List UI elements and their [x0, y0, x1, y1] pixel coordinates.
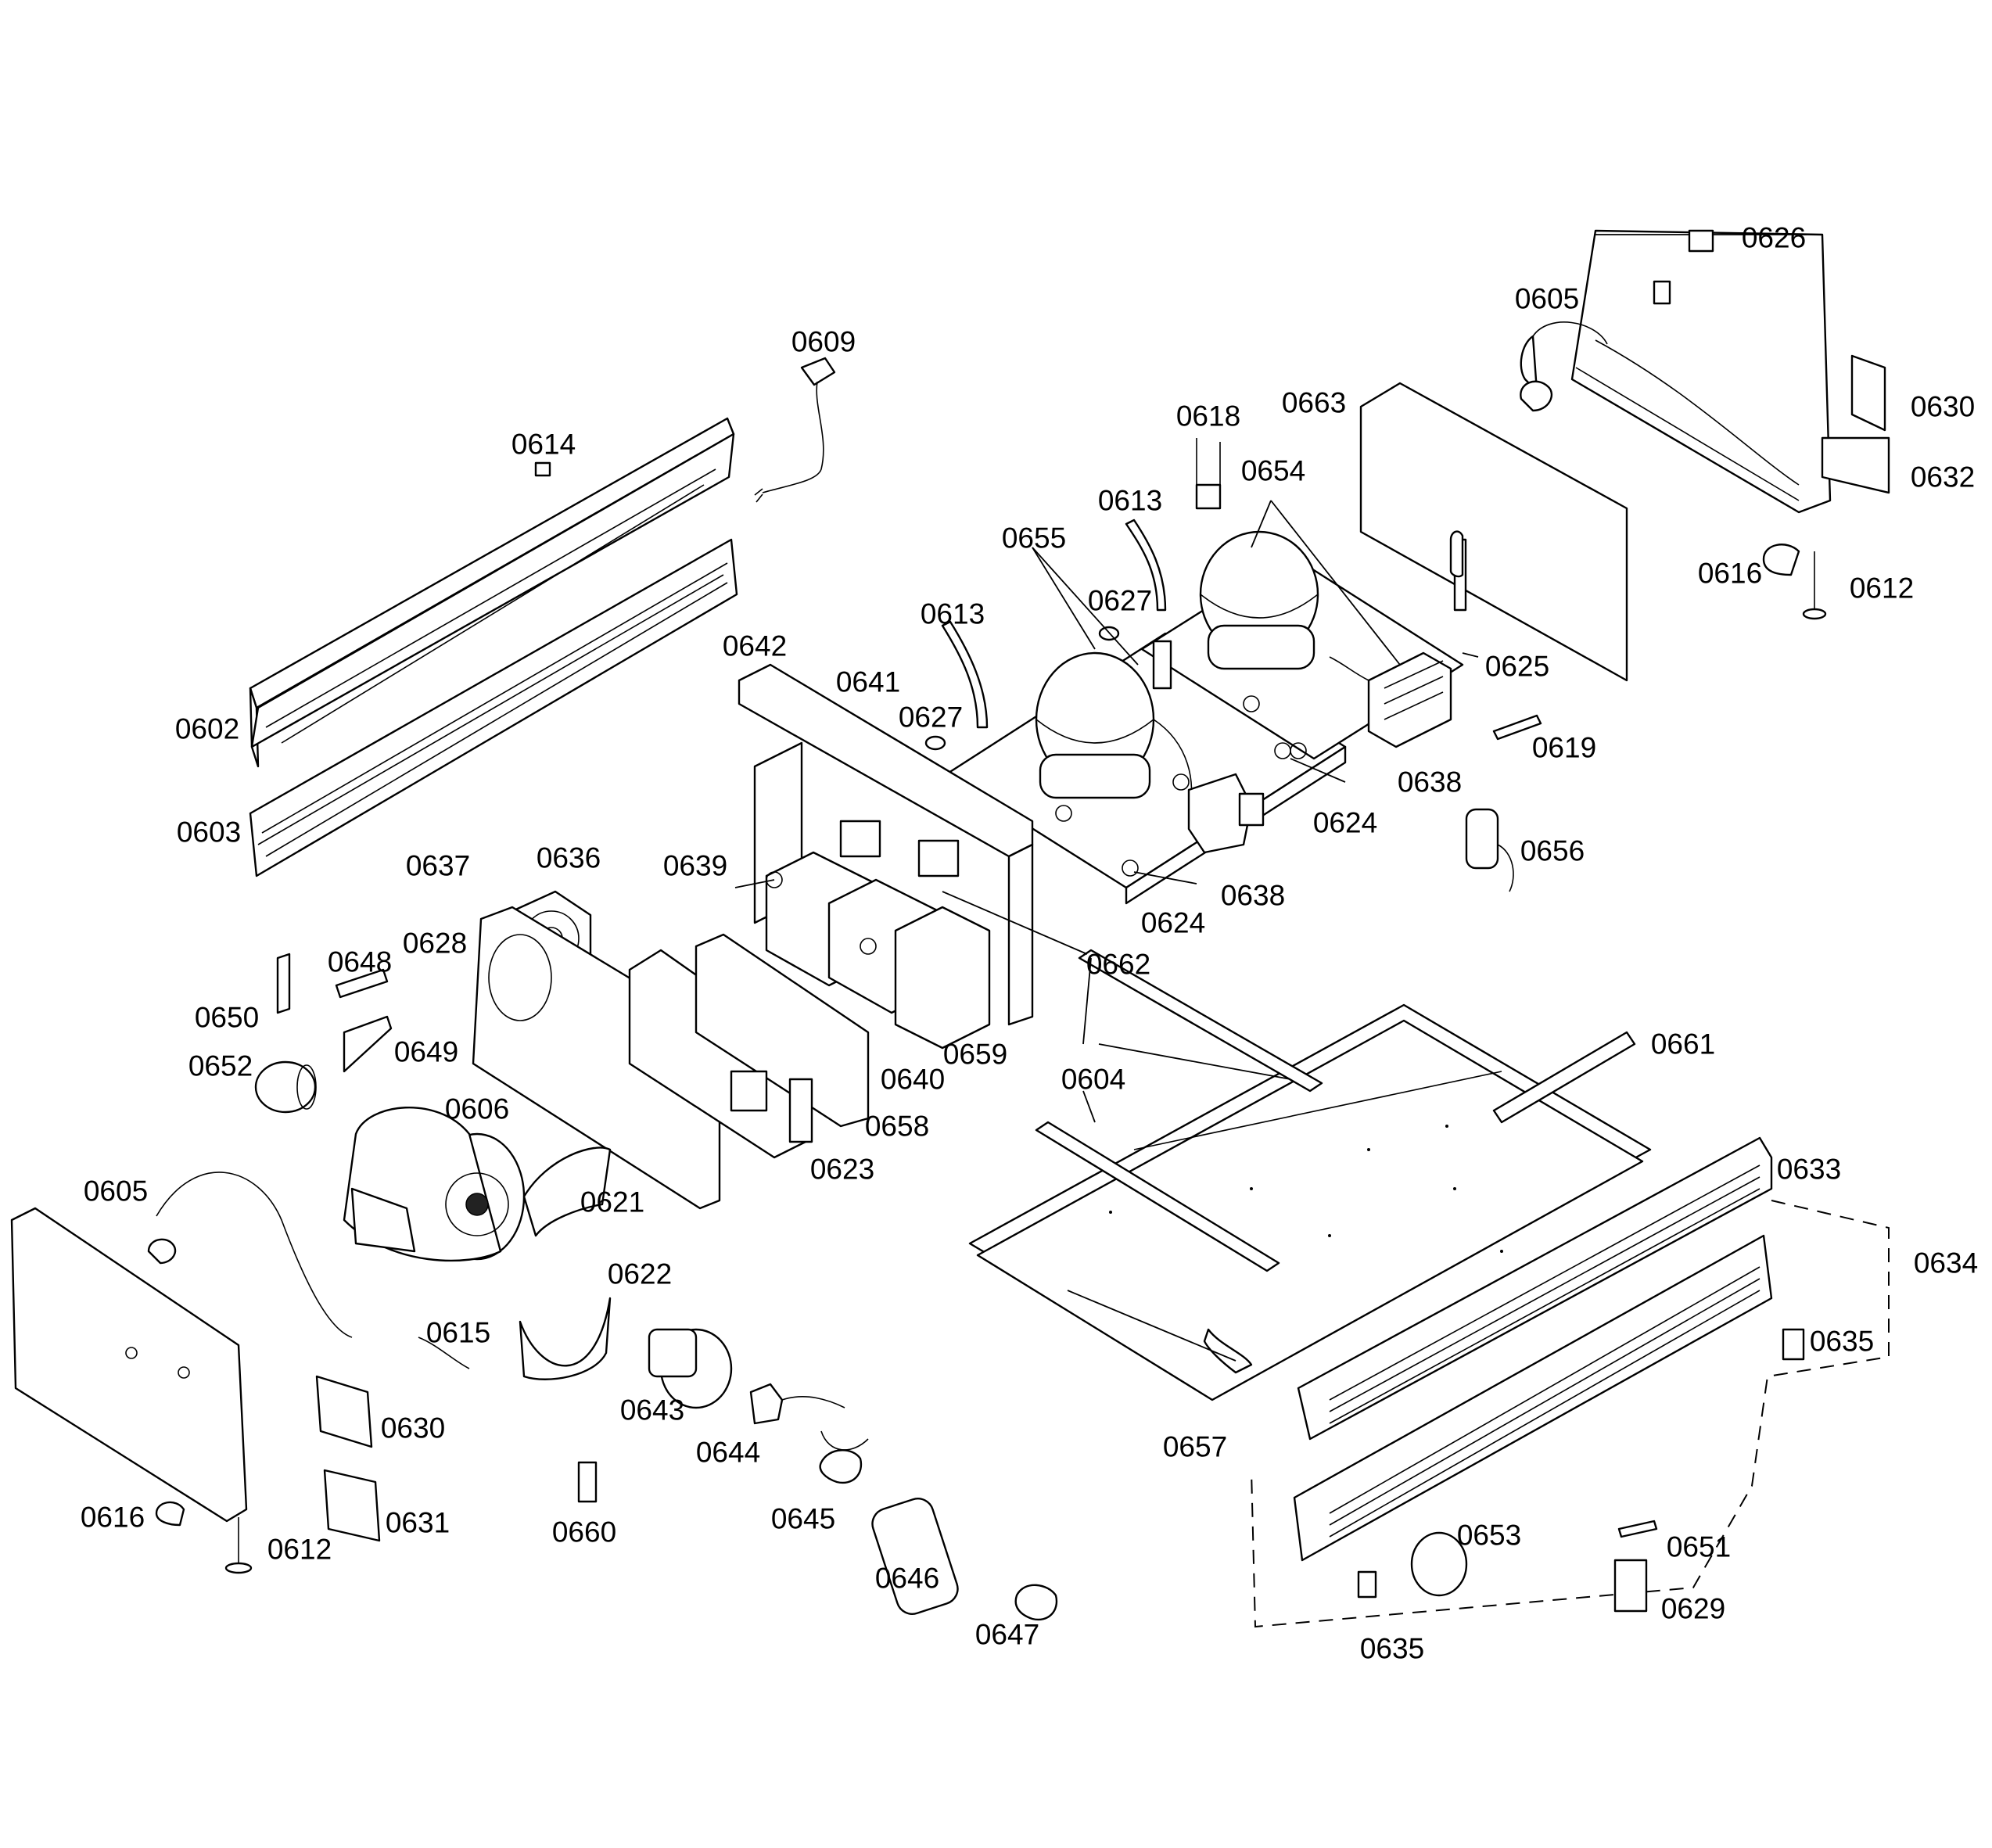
part-label: 0634: [1913, 1247, 1979, 1279]
part-label: 0645: [770, 1502, 836, 1535]
part-label: 0662: [1086, 948, 1151, 981]
part-label: 0602: [174, 712, 240, 745]
part-label: 0659: [942, 1038, 1008, 1071]
part-label: 0605: [1514, 282, 1580, 315]
part-label: 0654: [1240, 454, 1306, 487]
part-label: 0636: [536, 841, 601, 874]
part-label: 0631: [385, 1506, 450, 1539]
part-label: 0635: [1809, 1325, 1875, 1358]
part-label: 0638: [1220, 879, 1286, 912]
part-label: 0647: [974, 1618, 1040, 1651]
rear-panel-upper: [249, 417, 735, 768]
part-label: 0658: [864, 1110, 930, 1143]
part-label: 0648: [327, 946, 393, 978]
part-label: 0655: [1001, 522, 1067, 554]
part-label: 0629: [1660, 1592, 1726, 1625]
part-label: 0643: [619, 1394, 685, 1426]
part-label: 0619: [1531, 731, 1597, 764]
condenser-blower: [343, 1106, 526, 1262]
part-label: 0622: [607, 1258, 673, 1290]
part-label: 0621: [580, 1186, 645, 1218]
control-board: [628, 933, 870, 1159]
side-panel-upper-right: [1520, 229, 1832, 514]
side-panel-lower-left: [10, 1172, 381, 1574]
part-label: 0625: [1484, 650, 1550, 683]
toe-grille-upper: [1297, 1136, 1773, 1441]
electronics-panel: [472, 906, 721, 1210]
part-label: 0614: [511, 428, 576, 461]
part-label: 0612: [267, 1533, 332, 1566]
part-label: 0661: [1650, 1028, 1716, 1060]
part-label: 0612: [1849, 572, 1915, 605]
part-label: 0627: [1087, 584, 1153, 617]
bottom-middle-parts: [418, 1328, 1058, 1621]
part-label: 0657: [1162, 1430, 1228, 1463]
power-cord: [754, 357, 836, 503]
part-label: 0640: [880, 1063, 946, 1096]
part-label: 0628: [402, 927, 468, 960]
part-label: 0616: [80, 1501, 145, 1534]
bottom-tray: [968, 949, 1652, 1401]
part-label: 0615: [425, 1316, 491, 1349]
part-label: 0656: [1520, 834, 1585, 867]
part-label: 0618: [1175, 400, 1241, 432]
part-label: 0605: [83, 1175, 149, 1207]
part-label: 0606: [444, 1093, 510, 1125]
compressor-starter: [1187, 773, 1265, 854]
part-label: 0650: [194, 1001, 260, 1034]
part-label: 0604: [1061, 1063, 1126, 1096]
part-label: 0627: [898, 701, 964, 734]
part-label: 0633: [1776, 1153, 1842, 1186]
part-label: 0613: [1097, 484, 1163, 517]
part-label: 0646: [874, 1562, 940, 1595]
part-label: 0639: [662, 849, 728, 882]
part-label: 0641: [835, 666, 901, 698]
part-label: 0649: [393, 1035, 459, 1068]
toe-grille-lower: [1293, 1234, 1773, 1562]
shroud-part: [519, 1146, 612, 1380]
part-label: 0638: [1397, 766, 1463, 798]
part-label: 0616: [1697, 557, 1763, 590]
part-label: 0637: [405, 849, 471, 882]
part-label: 0635: [1359, 1632, 1425, 1665]
part-label: 0630: [380, 1412, 446, 1444]
part-label: 0603: [176, 816, 242, 849]
grille-small-parts: [1357, 1328, 1805, 1613]
relay-box: [1329, 651, 1452, 748]
grille-assembly-outline: [1251, 1200, 1890, 1628]
bracket-right: [1449, 354, 1890, 892]
part-label: 0609: [791, 325, 856, 358]
part-label: 0626: [1741, 221, 1807, 254]
transformer-boxes: [765, 820, 991, 1050]
part-label: 0642: [722, 630, 788, 662]
part-label: 0652: [188, 1050, 253, 1082]
part-label: 0632: [1910, 461, 1976, 493]
tube-pieces: [924, 438, 1222, 751]
clip-part: [534, 461, 551, 477]
part-label: 0653: [1456, 1519, 1522, 1552]
part-label: 0660: [551, 1516, 617, 1548]
leader-lines: [734, 500, 1479, 1362]
rear-panel-lower: [249, 538, 738, 877]
part-label: 0663: [1281, 386, 1347, 419]
part-label: 0613: [920, 597, 985, 630]
compressor-right: [1199, 530, 1319, 670]
part-label: 0630: [1910, 390, 1976, 423]
misc-small-parts: [254, 953, 393, 1114]
compressor-left: [1035, 651, 1193, 814]
part-label: 0644: [695, 1436, 761, 1469]
part-label: 0651: [1666, 1530, 1732, 1563]
part-label: 0623: [809, 1153, 875, 1186]
part-label: 0624: [1140, 906, 1206, 939]
part-label: 0624: [1312, 806, 1378, 839]
